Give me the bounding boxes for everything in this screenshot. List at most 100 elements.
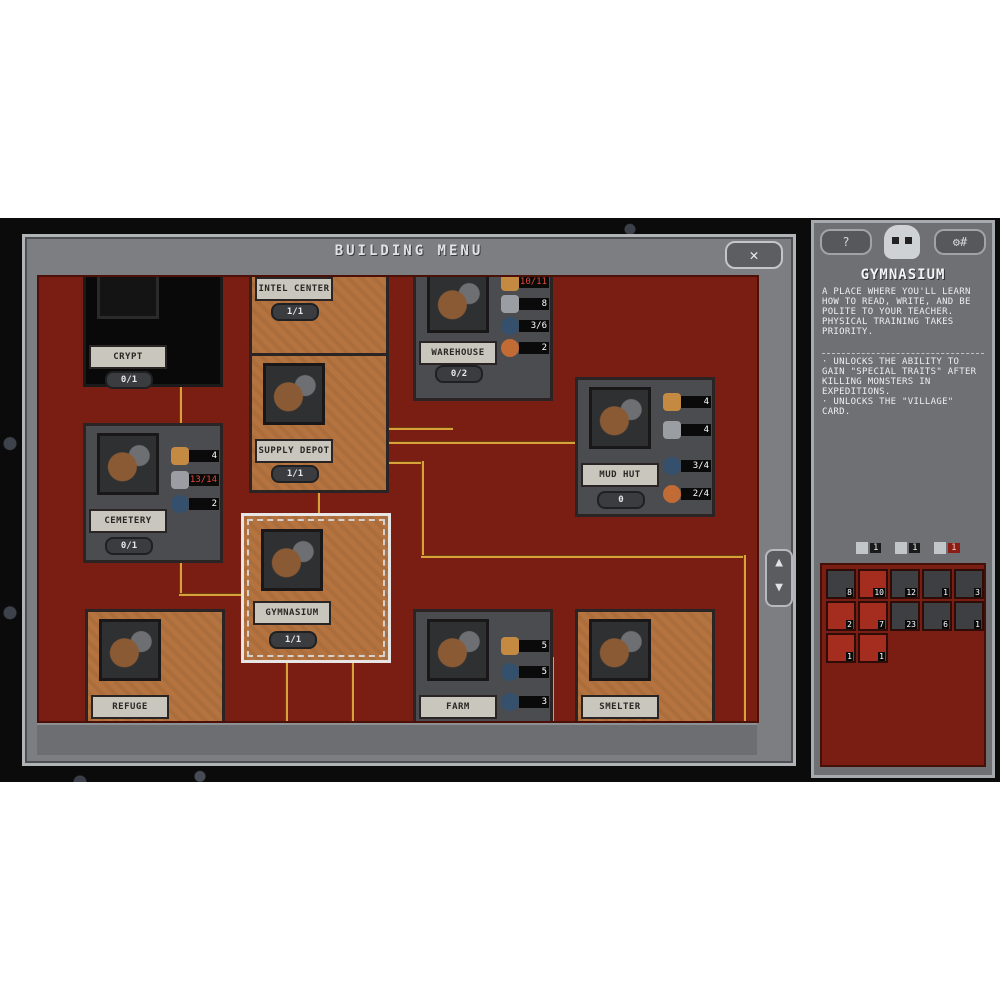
wire	[387, 427, 453, 430]
building-image	[99, 619, 161, 681]
settings-icon[interactable]: ⚙#	[934, 229, 986, 255]
stone-icon	[501, 295, 519, 313]
wire	[351, 657, 354, 721]
cost-wood: 10/11	[501, 277, 549, 293]
food-icon	[501, 339, 519, 357]
building-image	[97, 277, 159, 319]
panel-header: ? ⚙#	[820, 225, 986, 259]
skull-icon	[884, 225, 920, 259]
cost-value: 2	[519, 342, 549, 354]
cost-wood: 4	[663, 393, 711, 413]
game-screen: BUILDING MENU ✕ CRYPT 0/1	[0, 218, 1000, 782]
inventory-slot[interactable]: 3	[954, 569, 984, 599]
building-title: GYMNASIUM	[860, 267, 946, 283]
inventory-slot[interactable]: 7	[858, 601, 888, 631]
cost-metal: 5	[501, 663, 549, 683]
building-card-crypt[interactable]: CRYPT 0/1	[83, 277, 223, 389]
scroll-down-icon[interactable]: ▼	[775, 580, 783, 595]
cost-metal: 3/6	[501, 317, 549, 337]
cost-food: 2	[501, 339, 549, 359]
cost-wood: 4	[171, 447, 219, 467]
building-card-cemetery[interactable]: CEMETERY 0/1 4 13/14 2	[83, 423, 223, 563]
building-info-panel: ? ⚙# GYMNASIUM A PLACE WHERE YOU'LL LEAR…	[811, 220, 995, 778]
count-tile: 1	[856, 541, 882, 554]
building-description: A PLACE WHERE YOU'LL LEARN HOW TO READ, …	[822, 287, 971, 337]
count-tile: 1	[934, 541, 960, 554]
gear-icon	[501, 317, 519, 335]
cost-value: 4	[681, 396, 711, 408]
gear-icon	[501, 693, 519, 711]
building-name: MUD HUT	[581, 463, 659, 487]
cost-value: 10/11	[519, 277, 549, 288]
inventory-slot[interactable]: 23	[890, 601, 920, 631]
cost-food: 2/4	[663, 485, 711, 505]
building-name: INTEL CENTER	[255, 277, 333, 301]
building-name: CEMETERY	[89, 509, 167, 533]
wire	[179, 593, 243, 596]
building-card-mud-hut[interactable]: MUD HUT 0 4 4 3/4 2/4	[575, 377, 715, 517]
scroll-control: ▲ ▼	[765, 549, 793, 607]
resource-counts: 1 1 1	[856, 535, 964, 554]
road-icon	[895, 541, 908, 554]
cost-value: 5	[519, 666, 549, 678]
inventory-grid[interactable]: 8 10 12 1 3 2 7 23 6 1 1 1	[820, 563, 986, 767]
cost-metal: 3	[501, 693, 549, 713]
building-image	[427, 619, 489, 681]
inventory-slot[interactable]: 1	[826, 633, 856, 663]
inventory-slot[interactable]: 6	[922, 601, 952, 631]
gear-icon	[171, 495, 189, 513]
inventory-slot[interactable]: 12	[890, 569, 920, 599]
building-image	[261, 529, 323, 591]
building-name: FARM	[419, 695, 497, 719]
building-card-supply-depot[interactable]: SUPPLY DEPOT 1/1	[249, 353, 389, 493]
cost-value: 3/6	[519, 320, 549, 332]
building-card-gymnasium[interactable]: GYMNASIUM 1/1	[241, 513, 391, 663]
building-count: 0/1	[105, 371, 153, 389]
building-icon	[856, 541, 868, 554]
building-tree[interactable]: CRYPT 0/1 INTEL CENTER 1/1 WAREHOUSE 0/2…	[37, 275, 759, 723]
divider	[822, 353, 984, 354]
building-card-farm[interactable]: FARM 5 5 3	[413, 609, 553, 721]
help-icon[interactable]: ?	[820, 229, 872, 255]
building-count: 0	[597, 491, 645, 509]
wire	[179, 387, 182, 427]
building-name: WAREHOUSE	[419, 341, 497, 365]
cost-value: 2/4	[681, 488, 711, 500]
gear-icon	[501, 663, 519, 681]
cost-value: 4	[681, 424, 711, 436]
count-tile: 1	[895, 541, 921, 554]
inventory-slot[interactable]: 10	[858, 569, 888, 599]
wire	[387, 441, 577, 444]
building-image	[589, 619, 651, 681]
cost-value: 4	[189, 450, 219, 462]
building-name: CRYPT	[89, 345, 167, 369]
cost-metal: 3/4	[663, 457, 711, 477]
wire	[387, 461, 421, 464]
wire	[179, 563, 182, 593]
inventory-slot[interactable]: 2	[826, 601, 856, 631]
inventory-slot[interactable]: 1	[954, 601, 984, 631]
window-footer	[37, 723, 757, 755]
close-icon[interactable]: ✕	[725, 241, 783, 269]
inventory-slot[interactable]: 1	[858, 633, 888, 663]
building-card-smelter[interactable]: SMELTER	[575, 609, 715, 721]
building-count: 1/1	[271, 465, 319, 483]
inventory-slot[interactable]: 1	[922, 569, 952, 599]
gear-icon	[663, 457, 681, 475]
building-name: REFUGE	[91, 695, 169, 719]
building-count: 1/1	[271, 303, 319, 321]
inventory-slot[interactable]: 8	[826, 569, 856, 599]
window-title: BUILDING MENU	[334, 243, 484, 259]
building-card-refuge[interactable]: REFUGE	[85, 609, 225, 721]
wire	[285, 657, 288, 721]
wood-icon	[171, 447, 189, 465]
wood-icon	[501, 637, 519, 655]
scroll-up-icon[interactable]: ▲	[775, 555, 783, 570]
cost-value: 2	[189, 498, 219, 510]
cost-stone: 8	[501, 295, 549, 315]
building-card-warehouse[interactable]: WAREHOUSE 0/2 10/11 8 3/6 2	[413, 277, 553, 401]
building-count: 0/1	[105, 537, 153, 555]
wood-icon	[501, 277, 519, 291]
building-effects: · UNLOCKS THE ABILITY TO GAIN "SPECIAL T…	[822, 357, 977, 417]
building-image	[589, 387, 651, 449]
